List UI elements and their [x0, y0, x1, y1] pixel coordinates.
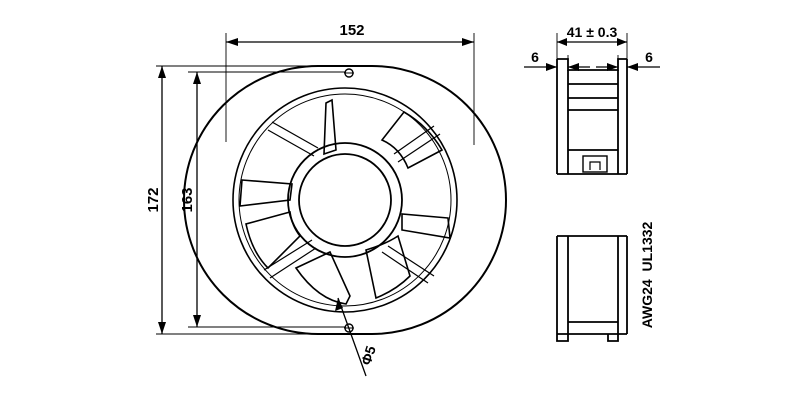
side-body-bottom — [556, 235, 628, 342]
depth-label: 41 ± 0.3 — [567, 24, 618, 40]
inner-height-label: 163 — [179, 187, 196, 212]
outer-height-dimension: 172 — [145, 65, 318, 335]
width-dimension: 152 — [225, 22, 475, 145]
wire-exit-box — [582, 155, 608, 173]
width-label: 152 — [339, 22, 364, 39]
side-body-top — [556, 58, 628, 175]
depth-dimension: 41 ± 0.3 — [556, 24, 628, 59]
front-view: 152 172 163 Φ5 — [145, 22, 507, 377]
flange-offset-dimensions: 6 6 — [524, 49, 660, 71]
inner-height-dimension: 163 — [179, 71, 345, 328]
hole-leader: Φ5 — [335, 297, 379, 377]
fan-hub — [287, 142, 403, 258]
fan-frame-inner-lip — [238, 93, 452, 307]
fan-frame-inner — [232, 87, 458, 313]
wire-exit-slot — [589, 161, 601, 170]
fan-frame-outer — [183, 65, 507, 335]
fan-blades — [239, 98, 451, 305]
hole-label: Φ5 — [358, 344, 379, 367]
side-view: 41 ± 0.3 6 6 AWG24 UL1332 — [524, 24, 660, 342]
fan-hub-inner — [298, 153, 392, 247]
wire-spec-label: AWG24 UL1332 — [639, 221, 655, 328]
right-offset-label: 6 — [645, 49, 653, 65]
fan-struts — [263, 121, 441, 284]
left-offset-label: 6 — [531, 49, 539, 65]
outer-height-label: 172 — [145, 187, 162, 212]
mounting-hole-top — [344, 68, 354, 78]
